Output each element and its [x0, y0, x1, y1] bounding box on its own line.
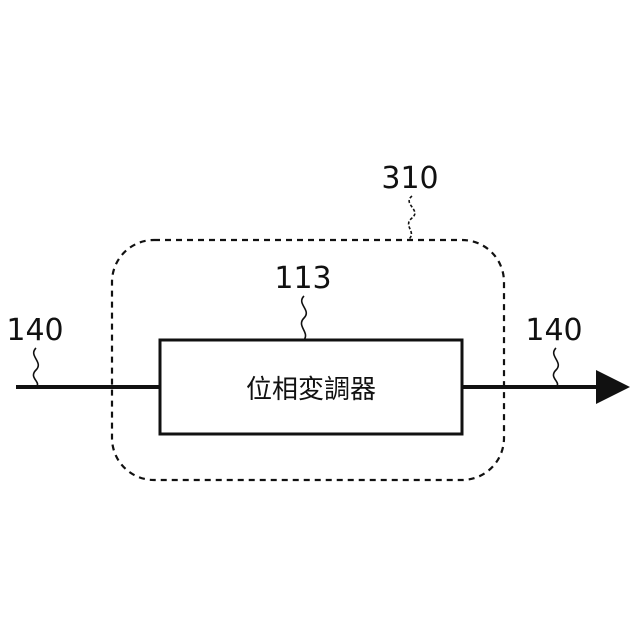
block-ref-leader [301, 296, 306, 340]
output-ref-label: 140 [525, 313, 582, 348]
output-ref-leader [553, 348, 558, 387]
group-ref-leader [408, 196, 415, 240]
block-ref-label: 113 [274, 261, 331, 296]
group-ref-label: 310 [381, 161, 438, 196]
output-arrowhead [596, 370, 630, 404]
input-ref-leader [33, 348, 38, 387]
block-text: 位相変調器 [246, 375, 376, 405]
input-ref-label: 140 [6, 313, 63, 348]
